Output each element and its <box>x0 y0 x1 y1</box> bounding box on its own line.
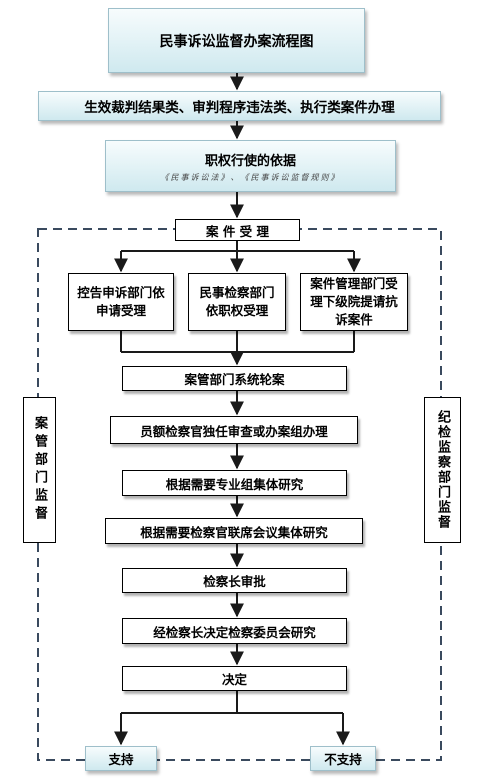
left-supervision-box: 案管部门监督 <box>23 397 56 543</box>
source-box-casemgmt: 案件管理部门受理下级院提请抗诉案件 <box>300 273 408 331</box>
page-title: 民事诉讼监督办案流程图 <box>159 33 314 50</box>
basis-box: 职权行使的依据 《民事诉讼法》、《民事诉讼监督规则》 <box>105 140 396 192</box>
left-supervision-label: 案管部门监督 <box>32 416 47 524</box>
basis-subtitle: 《民事诉讼法》、《民事诉讼监督规则》 <box>160 172 341 182</box>
source-box-complaint: 控告申诉部门依申请受理 <box>68 273 174 331</box>
right-supervision-label: 纪检监察部门监督 <box>435 410 450 530</box>
source-box-civil: 民事检察部门依职权受理 <box>188 273 286 331</box>
acceptance-label: 案 件 受 理 <box>205 223 270 239</box>
outcome-support-box: 支持 <box>85 746 157 771</box>
acceptance-box: 案 件 受 理 <box>175 219 300 241</box>
right-supervision-box: 纪检监察部门监督 <box>424 397 461 543</box>
step-box-committee: 经检察长决定检察委员会研究 <box>122 618 347 644</box>
source-label-casemgmt: 案件管理部门受理下级院提请抗诉案件 <box>310 275 398 328</box>
title-box: 民事诉讼监督办案流程图 <box>108 8 365 73</box>
step-label-decision: 决定 <box>221 672 247 687</box>
case-types-label: 生效裁判结果类、审判程序违法类、执行类案件办理 <box>84 100 395 116</box>
source-label-complaint: 控告申诉部门依申请受理 <box>77 284 165 318</box>
step-label-assign: 案管部门系统轮案 <box>184 372 285 387</box>
step-label-review: 员额检察官独任审查或办案组办理 <box>140 423 328 439</box>
step-box-joint: 根据需要检察官联席会议集体研究 <box>105 518 363 544</box>
basis-title: 职权行使的依据 <box>204 153 296 169</box>
source-label-civil: 民事检察部门依职权受理 <box>199 284 275 318</box>
outcome-support-label: 支持 <box>108 752 134 767</box>
outcome-not-support-label: 不支持 <box>324 752 362 767</box>
case-types-box: 生效裁判结果类、审判程序违法类、执行类案件办理 <box>38 91 441 121</box>
step-box-assign: 案管部门系统轮案 <box>122 366 347 391</box>
step-box-group: 根据需要专业组集体研究 <box>122 470 347 496</box>
step-box-review: 员额检察官独任审查或办案组办理 <box>110 416 358 444</box>
outcome-not-support-box: 不支持 <box>310 746 376 771</box>
step-label-group: 根据需要专业组集体研究 <box>165 476 304 492</box>
step-box-decision: 决定 <box>122 666 347 691</box>
step-box-approve: 检察长审批 <box>122 568 347 593</box>
step-label-approve: 检察长审批 <box>203 574 266 589</box>
step-label-joint: 根据需要检察官联席会议集体研究 <box>140 524 328 540</box>
step-label-committee: 经检察长决定检察委员会研究 <box>153 624 316 640</box>
